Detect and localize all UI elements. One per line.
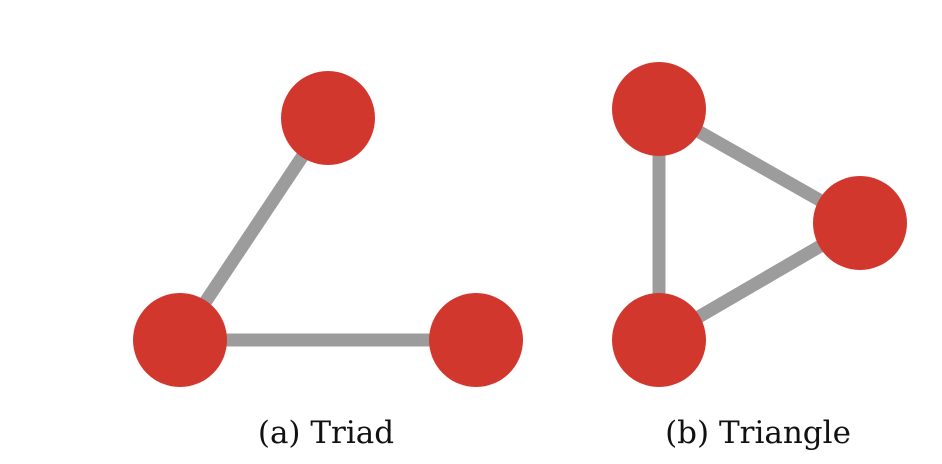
triangle-node-top-left [612, 62, 706, 156]
triad-caption: (a) Triad [258, 415, 394, 451]
triangle-panel: (b) Triangle [612, 62, 907, 451]
triad-node-top [281, 71, 375, 165]
triangle-node-bottom-left [612, 293, 706, 387]
triad-node-bottom-left [133, 293, 227, 387]
triangle-node-right [813, 176, 907, 270]
triad-node-bottom-right [429, 293, 523, 387]
triangle-caption: (b) Triangle [665, 415, 851, 451]
triad-panel: (a) Triad [133, 71, 523, 451]
